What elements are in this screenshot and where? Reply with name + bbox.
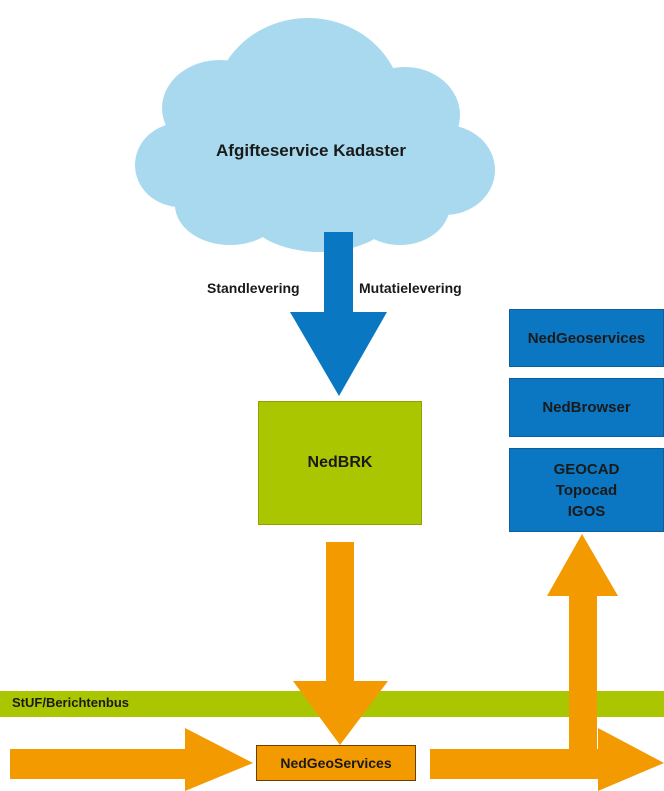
- orange-right-arrow-right: [430, 728, 664, 791]
- orange-right-arrow-left: [10, 728, 253, 791]
- nedbrk-box: NedBRK: [258, 401, 422, 525]
- orange-up-arrow: [547, 534, 618, 749]
- app-box-nedbrowser: NedBrowser: [509, 378, 664, 437]
- mutatielevering-label: Mutatielevering: [359, 280, 462, 296]
- standlevering-label: Standlevering: [207, 280, 300, 296]
- app-line-igos: IGOS: [567, 502, 606, 520]
- blue-down-arrow: [290, 232, 387, 396]
- app-line-geocad: GEOCAD: [553, 460, 620, 478]
- bus-label: StUF/Berichtenbus: [12, 695, 130, 710]
- orange-down-arrow: [293, 542, 388, 745]
- cloud-shape: [135, 18, 495, 252]
- app-box-nedgeoservices: NedGeoservices: [509, 309, 664, 367]
- app-box-cad: GEOCAD Topocad IGOS: [509, 448, 664, 532]
- cloud-label: Afgifteservice Kadaster: [216, 141, 406, 160]
- app-line-topocad: Topocad: [555, 481, 618, 499]
- hub-box: NedGeoServices: [256, 745, 416, 781]
